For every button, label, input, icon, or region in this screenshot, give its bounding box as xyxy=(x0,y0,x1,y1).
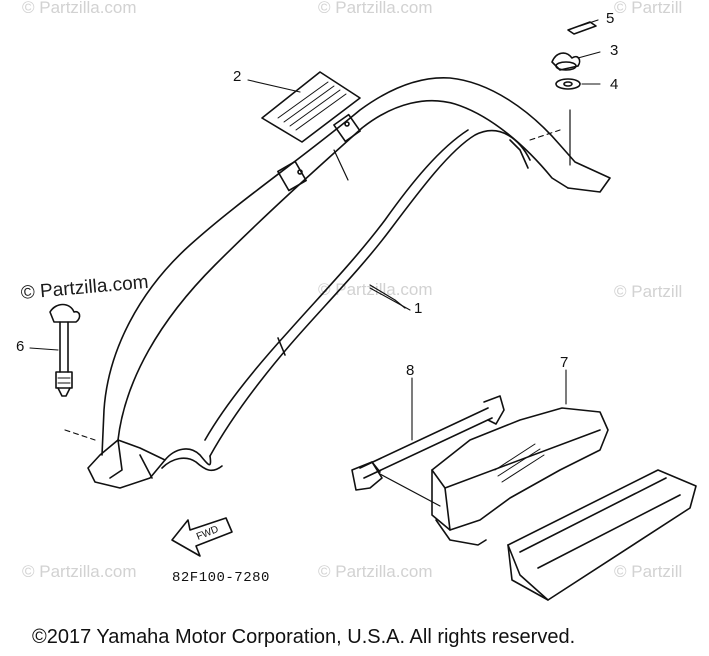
callout-leaders xyxy=(29,19,601,441)
washer-part xyxy=(555,78,581,90)
callout-3: 3 xyxy=(610,42,619,59)
forward-direction-arrow xyxy=(171,517,233,557)
watermark: © Partzilla.com xyxy=(318,0,433,17)
callout-7: 7 xyxy=(560,354,569,371)
bolt-part xyxy=(49,303,81,397)
callout-5: 5 xyxy=(606,10,615,27)
copyright-notice: ©2017 Yamaha Motor Corporation, U.S.A. A… xyxy=(32,626,576,648)
watermark: © Partzill xyxy=(614,282,683,301)
callout-6: 6 xyxy=(16,338,25,355)
label-plate-part xyxy=(261,71,361,143)
watermark: © Partzilla.com xyxy=(22,562,137,581)
rear-fender-part xyxy=(87,77,611,489)
cotter-pin-part xyxy=(567,21,597,35)
callout-8: 8 xyxy=(406,362,415,379)
wing-nut-part xyxy=(551,52,581,71)
watermark: © Partzill xyxy=(614,0,683,17)
tool-box-part xyxy=(431,407,697,601)
strap-part xyxy=(351,395,505,507)
callout-4: 4 xyxy=(610,76,619,93)
watermark: © Partzilla.com xyxy=(318,280,433,299)
diagram-code: 82F100-7280 xyxy=(172,570,270,586)
callout-1: 1 xyxy=(414,300,423,317)
watermark: © Partzilla.com xyxy=(22,0,137,17)
callout-2: 2 xyxy=(233,68,242,85)
watermark: © Partzill xyxy=(614,562,683,581)
watermark: © Partzilla.com xyxy=(318,562,433,581)
